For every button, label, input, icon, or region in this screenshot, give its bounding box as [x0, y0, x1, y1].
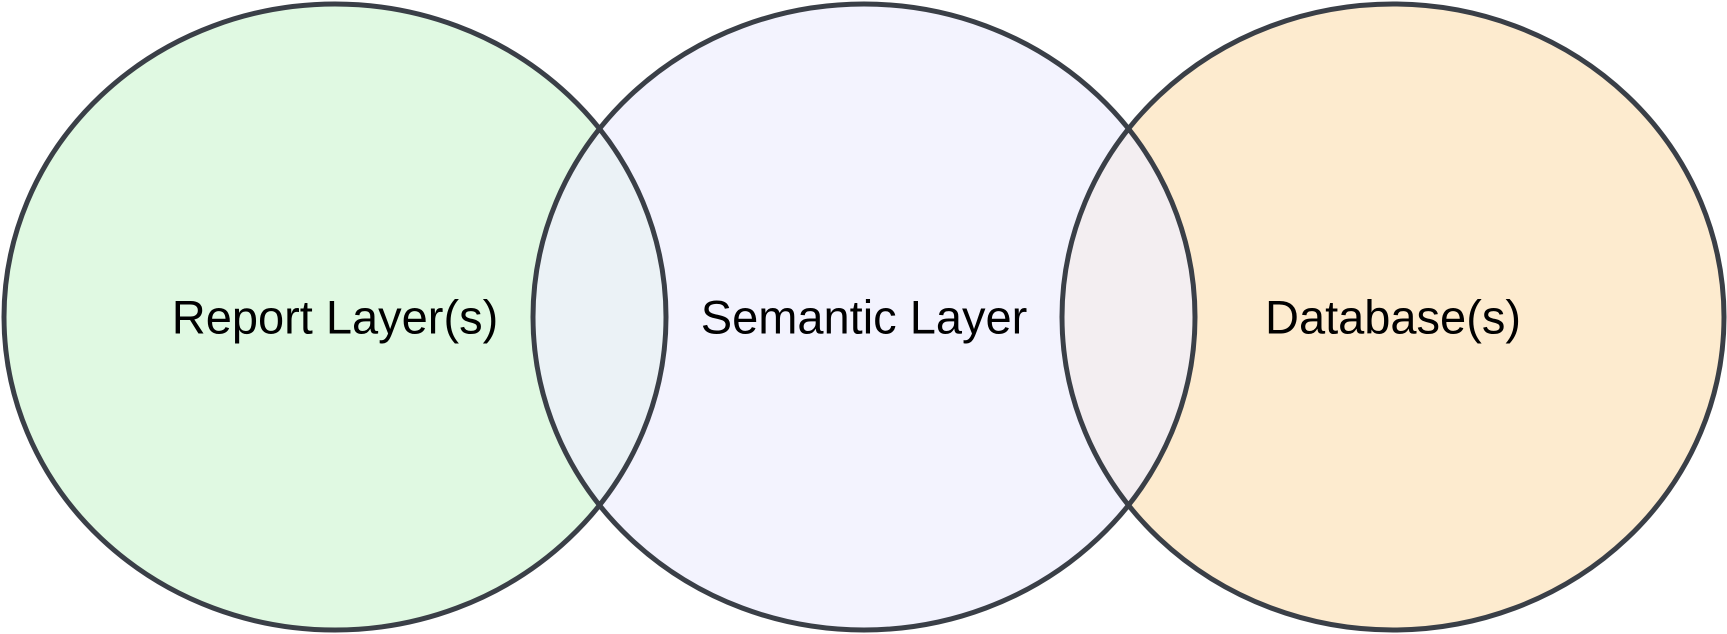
- semantic-layer-circle: [533, 4, 1195, 630]
- semantic-layer-outline: [530, 1, 1198, 633]
- report-layer-label: Report Layer(s): [172, 291, 499, 344]
- report-layer-outline: [1, 1, 669, 633]
- semantic-layer-label: Semantic Layer: [701, 291, 1028, 344]
- database-outline: [1059, 1, 1727, 633]
- report-layer-circle: [4, 4, 666, 630]
- database-circle: [1062, 4, 1724, 630]
- database-label: Database(s): [1265, 291, 1521, 344]
